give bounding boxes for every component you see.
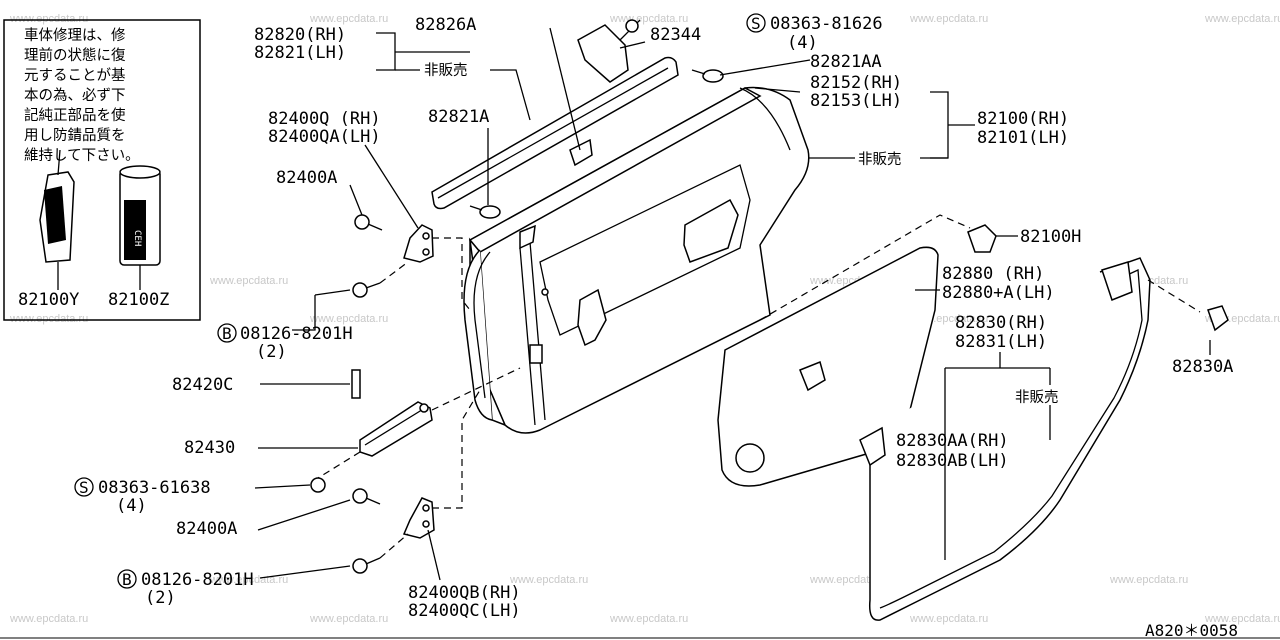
watermark: www.epcdata.ru: [9, 313, 88, 325]
part-label-08363-61638: 08363-61638: [98, 478, 211, 498]
part-label-82101: 82101(LH): [977, 128, 1069, 148]
upper-hinge-icon: [403, 224, 434, 263]
door-shell-drawing: [463, 86, 810, 434]
clip-82821A-icon: [479, 205, 501, 219]
watermark: www.epcdata.ru: [9, 13, 88, 25]
part-label-82430: 82430: [184, 438, 235, 458]
check-link-bolt-icon: [310, 477, 326, 493]
part-label-82830: 82830(RH): [955, 313, 1047, 333]
watermark: www.epcdata.ru: [9, 613, 88, 625]
watermark: www.epcdata.ru: [309, 613, 388, 625]
note-frame: [3, 19, 201, 321]
watermark: www.epcdata.ru: [609, 13, 688, 25]
note-line: 記純正部品を使: [24, 107, 126, 124]
part-label-08126-8201H: 08126-8201H: [240, 324, 353, 344]
watermark: www.epcdata.ru: [909, 613, 988, 625]
part-label-82830AA: 82830AA(RH): [896, 431, 1009, 451]
part-label-82100H: 82100H: [1020, 227, 1081, 247]
figure-code: A820＊0058: [1145, 621, 1238, 640]
part-label-82344: 82344: [650, 25, 701, 45]
weatherstrip-drawing: [859, 257, 1151, 621]
not-for-sale-label: 非販売: [858, 151, 902, 168]
watermark: www.epcdata.ru: [1204, 613, 1280, 625]
part-label-82400QA: 82400QA(LH): [268, 127, 381, 147]
part-label-82420C: 82420C: [172, 375, 233, 395]
clip-82100H-icon: [967, 224, 997, 253]
note-line: 元することが基: [24, 67, 126, 84]
note-line: 車体修理は、修: [24, 27, 126, 44]
not-for-sale-label: 非販売: [1015, 389, 1059, 406]
marker-s-lower: S: [74, 477, 94, 497]
watermark: www.epcdata.ru: [809, 574, 888, 586]
watermark: www.epcdata.ru: [209, 275, 288, 287]
note-line: 用し防錆品質を: [24, 126, 126, 144]
quantity-label: (4): [116, 496, 147, 516]
note-line: 本の為、必ず下: [24, 87, 126, 104]
part-label-82830AB: 82830AB(LH): [896, 451, 1009, 471]
part-label-82100: 82100(RH): [977, 109, 1069, 129]
repair-note-box: 車体修理は、修 理前の状態に復 元することが基 本の為、必ず下 記純正部品を使 …: [3, 19, 201, 321]
lower-body-bolt-icon: [352, 557, 381, 574]
not-for-sale-label: 非販売: [424, 62, 468, 79]
part-label-82400A: 82400A: [276, 168, 337, 188]
upper-hinge-bolt-icon: [354, 214, 383, 231]
part-label-82100Z: 82100Z: [108, 290, 169, 310]
part-label-08363-81626: 08363-81626: [770, 14, 883, 34]
check-link-icon: [351, 369, 433, 457]
lower-hinge-bolt-icon: [352, 488, 381, 505]
touch-up-tube-icon: [39, 149, 75, 263]
part-label-82831: 82831(LH): [955, 332, 1047, 352]
part-label-82826A: 82826A: [415, 15, 476, 35]
marker-s-top: S: [746, 13, 766, 33]
part-label-82821: 82821(LH): [254, 43, 346, 63]
window-channel-drawing: [431, 19, 679, 210]
part-label-82821A: 82821A: [428, 107, 489, 127]
part-label-82152: 82152(RH): [810, 73, 902, 93]
part-label-82400QB: 82400QB(RH): [408, 583, 521, 603]
upper-body-bolt-icon: [352, 282, 381, 298]
lower-hinge-icon: [402, 497, 435, 539]
can-label: CEH: [132, 230, 142, 246]
part-label-82830A: 82830A: [1172, 357, 1233, 377]
quantity-label: (4): [787, 33, 818, 53]
svg-text:S: S: [79, 478, 89, 497]
marker-b-upper: B: [217, 323, 237, 343]
clip-82821AA-icon: [702, 69, 724, 83]
note-line: 理前の状態に復: [24, 47, 126, 64]
watermark: www.epcdata.ru: [309, 313, 388, 325]
watermark: www.epcdata.ru: [909, 13, 988, 25]
part-label-82400A: 82400A: [176, 519, 237, 539]
svg-text:S: S: [751, 14, 761, 33]
watermark: www.epcdata.ru: [509, 574, 588, 586]
part-label-82880-A: 82880+A(LH): [942, 283, 1055, 303]
quantity-label: (2): [145, 588, 176, 608]
part-label-82400Q: 82400Q (RH): [268, 109, 381, 129]
quantity-label: (2): [256, 342, 287, 362]
part-label-82880: 82880 (RH): [942, 264, 1044, 284]
watermark: www.epcdata.ru: [1109, 574, 1188, 586]
leader-lines: [254, 27, 1211, 581]
part-label-08126-8201H: 08126-8201H: [141, 570, 254, 590]
watermark: www.epcdata.ru: [609, 613, 688, 625]
part-label-82100Y: 82100Y: [18, 290, 79, 310]
svg-text:B: B: [222, 324, 232, 343]
note-line: 維持して下さい。: [24, 147, 140, 164]
watermark: www.epcdata.ru: [1204, 13, 1280, 25]
watermark: www.epcdata.ru: [309, 13, 388, 25]
spray-can-icon: CEH: [119, 165, 161, 266]
svg-text:B: B: [122, 570, 132, 589]
clip-82830A-icon: [1207, 305, 1229, 332]
part-label-82821AA: 82821AA: [810, 52, 882, 72]
part-label-82400QC: 82400QC(LH): [408, 601, 521, 621]
part-label-82820: 82820(RH): [254, 25, 346, 45]
part-label-82153: 82153(LH): [810, 91, 902, 111]
marker-b-lower: B: [117, 569, 137, 589]
